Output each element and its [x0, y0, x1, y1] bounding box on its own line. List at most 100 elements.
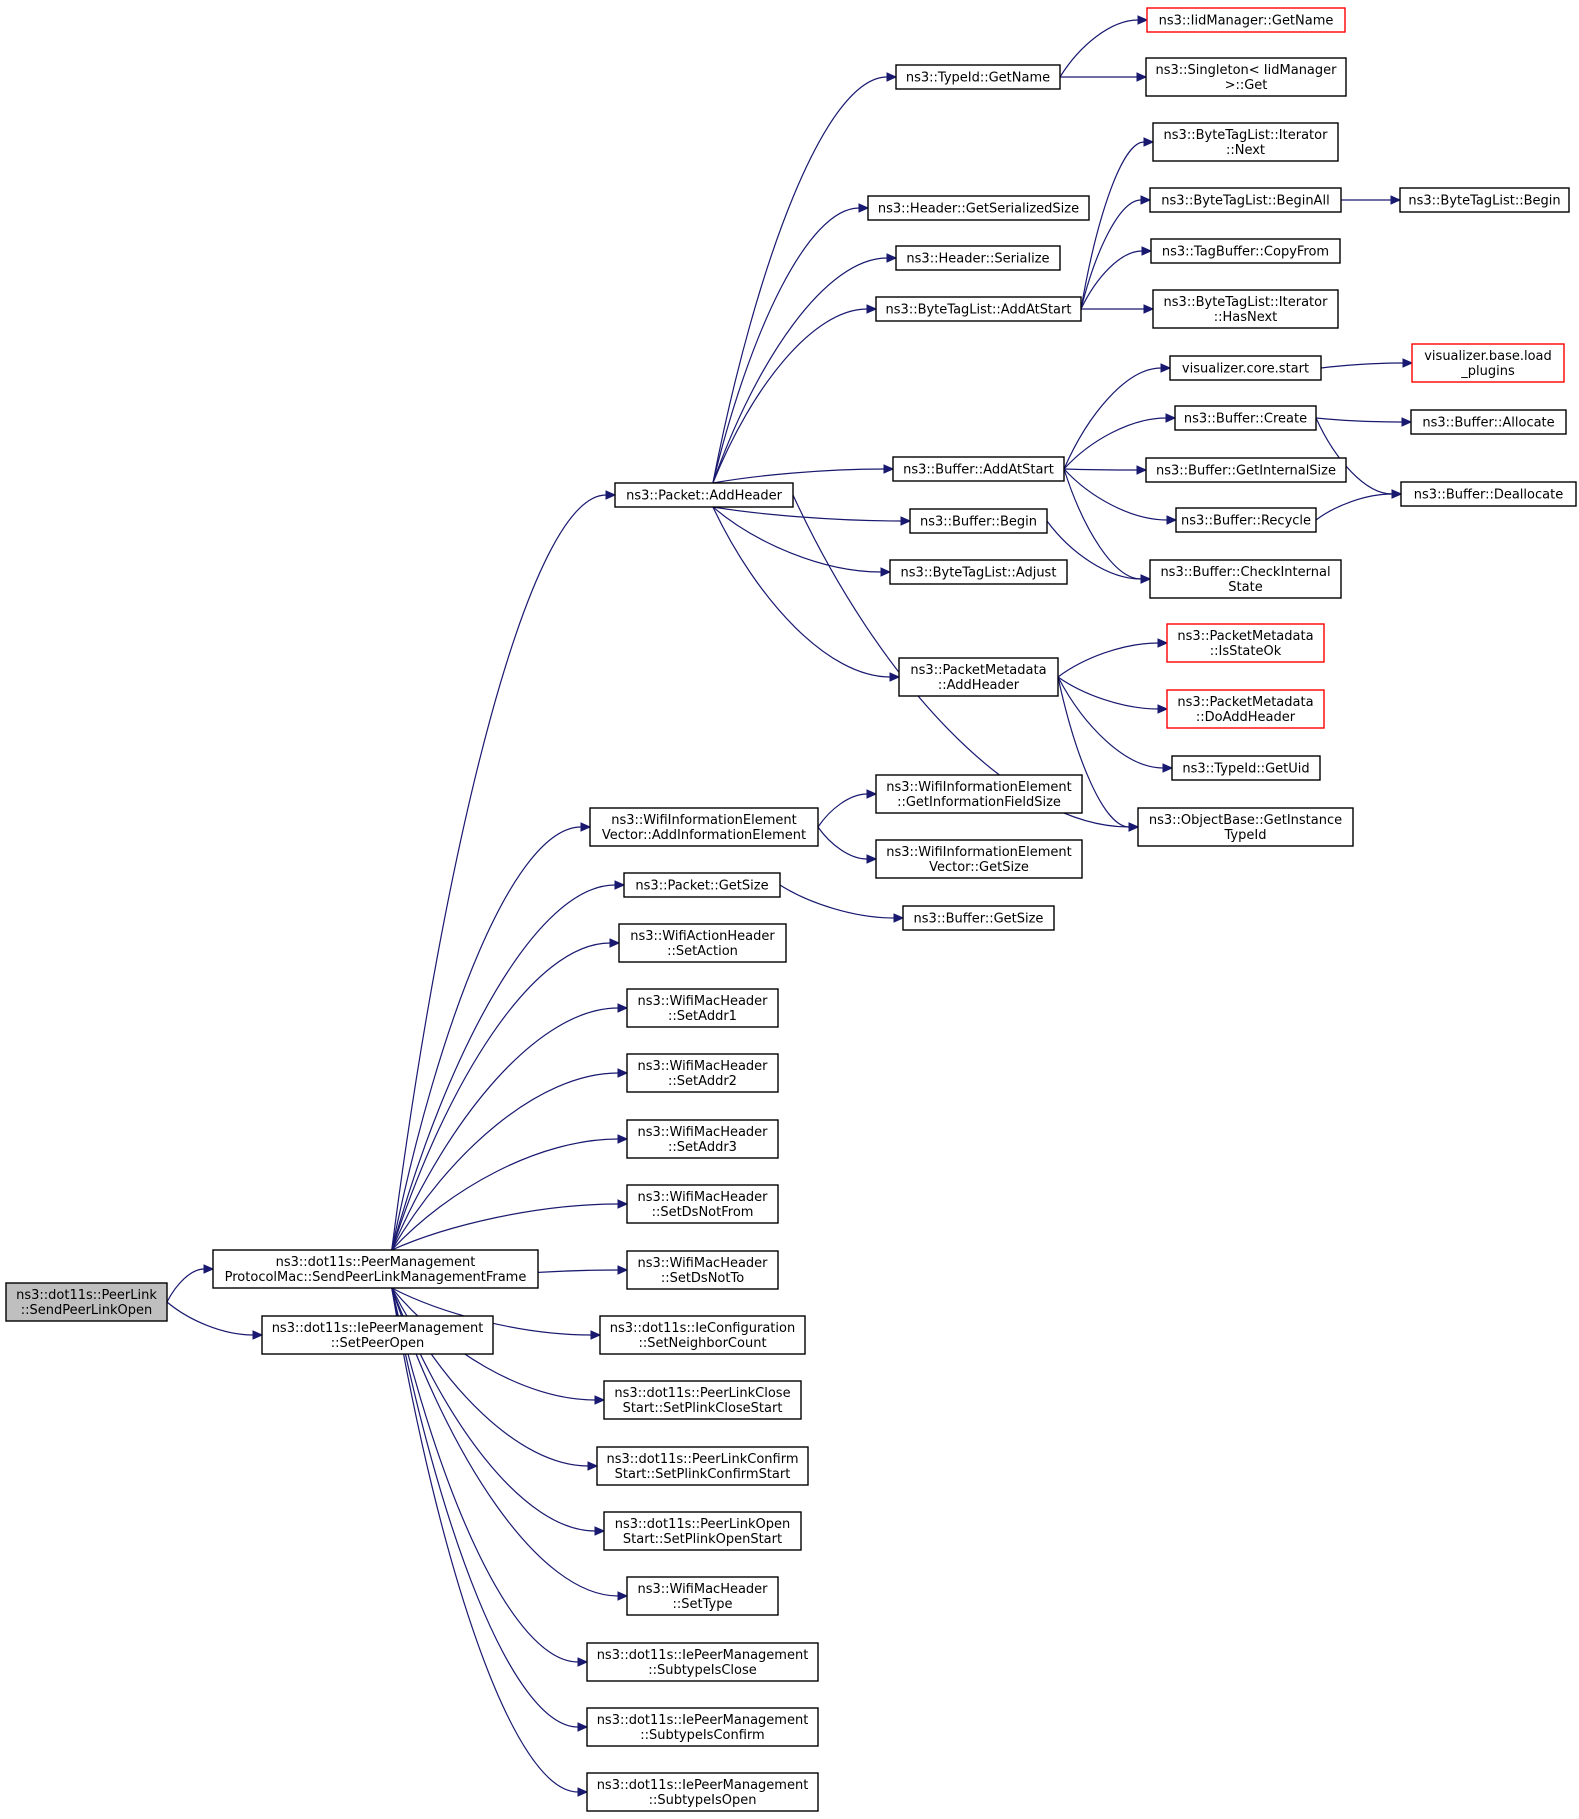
node-set-ds-not-to[interactable]: ns3::WifiMacHeader::SetDsNotTo	[626, 1250, 779, 1290]
node-header-get-ser-size[interactable]: ns3::Header::GetSerializedSize	[867, 195, 1090, 221]
node-label-line: ns3::Packet::GetSize	[635, 879, 768, 894]
node-iid-get-name[interactable]: ns3::IidManager::GetName	[1146, 7, 1346, 33]
edge-btl_add_at_start-to-btl_begin_all	[1080, 195, 1152, 310]
node-label-line: ns3::Buffer::Create	[1184, 412, 1307, 427]
node-label-line: ns3::WifiMacHeader	[637, 1582, 768, 1597]
node-set-action[interactable]: ns3::WifiActionHeader::SetAction	[618, 923, 787, 963]
node-buffer-begin[interactable]: ns3::Buffer::Begin	[909, 508, 1048, 534]
edge-send_mgmt_frame-to-packet_get_size	[391, 880, 626, 1251]
edge-packet_add_header-to-btl_adjust	[712, 506, 892, 577]
nodes-layer: ns3::dot11s::PeerLink::SendPeerLinkOpenn…	[5, 7, 1577, 1812]
node-label-line: ::SetType	[673, 1597, 733, 1612]
node-send-peer-link-open[interactable]: ns3::dot11s::PeerLink::SendPeerLinkOpen	[5, 1282, 168, 1322]
node-label-line: ns3::WifiActionHeader	[630, 929, 775, 944]
edge-wifi_ie_add-to-wifi_ie_get_info_size	[817, 789, 878, 828]
node-subtype-confirm[interactable]: ns3::dot11s::IePeerManagement::SubtypeIs…	[586, 1707, 819, 1747]
node-pm-is-state-ok[interactable]: ns3::PacketMetadata::IsStateOk	[1166, 623, 1325, 663]
node-btl-iter-next[interactable]: ns3::ByteTagList::Iterator::Next	[1152, 122, 1339, 162]
node-btl-iter-hasnext[interactable]: ns3::ByteTagList::Iterator::HasNext	[1152, 289, 1339, 329]
node-label-line: ns3::dot11s::PeerLinkOpen	[615, 1517, 790, 1532]
edges-layer	[166, 15, 1414, 1797]
node-label-line: ns3::dot11s::IePeerManagement	[597, 1713, 809, 1728]
node-label-line: TypeId	[1224, 828, 1267, 843]
node-send-mgmt-frame[interactable]: ns3::dot11s::PeerManagementProtocolMac::…	[212, 1249, 539, 1289]
node-btl-begin-all[interactable]: ns3::ByteTagList::BeginAll	[1149, 187, 1342, 213]
node-btl-adjust[interactable]: ns3::ByteTagList::Adjust	[889, 559, 1068, 585]
node-label-line: ns3::Buffer::AddAtStart	[903, 463, 1054, 478]
node-buffer-create[interactable]: ns3::Buffer::Create	[1174, 405, 1317, 431]
node-tagbuffer-copy[interactable]: ns3::TagBuffer::CopyFrom	[1150, 238, 1341, 264]
edge-packet_get_size-to-buffer_get_size	[779, 884, 905, 923]
node-label-line: ns3::dot11s::IePeerManagement	[597, 1778, 809, 1793]
node-set-plink-confirm[interactable]: ns3::dot11s::PeerLinkConfirmStart::SetPl…	[596, 1446, 809, 1486]
node-set-neighbor-count[interactable]: ns3::dot11s::IeConfiguration::SetNeighbo…	[599, 1315, 806, 1355]
node-label-line: ns3::ByteTagList::AddAtStart	[886, 303, 1072, 318]
node-wifi-ie-get-size[interactable]: ns3::WifiInformationElementVector::GetSi…	[875, 839, 1083, 879]
node-header-serialize[interactable]: ns3::Header::Serialize	[895, 245, 1061, 271]
node-label-line: ns3::dot11s::IeConfiguration	[610, 1321, 795, 1336]
node-label-line: _plugins	[1460, 364, 1515, 379]
node-pm-add-header[interactable]: ns3::PacketMetadata::AddHeader	[898, 657, 1059, 697]
node-label-line: ::AddHeader	[938, 678, 1020, 693]
node-viz-core-start[interactable]: visualizer.core.start	[1169, 355, 1322, 381]
node-packet-get-size[interactable]: ns3::Packet::GetSize	[623, 872, 781, 898]
node-set-addr1[interactable]: ns3::WifiMacHeader::SetAddr1	[626, 988, 779, 1028]
node-buffer-deallocate[interactable]: ns3::Buffer::Deallocate	[1400, 481, 1577, 507]
node-label-line: ::IsStateOk	[1210, 644, 1282, 659]
edge-pm_add_header-to-pm_is_state_ok	[1057, 638, 1169, 678]
edge-send_mgmt_frame-to-set_ds_not_from	[391, 1199, 629, 1251]
node-label-line: ns3::Buffer::CheckInternal	[1160, 565, 1330, 580]
node-btl-begin[interactable]: ns3::ByteTagList::Begin	[1399, 187, 1570, 213]
edge-btl_add_at_start-to-tagbuffer_copy	[1080, 246, 1153, 310]
node-packet-add-header[interactable]: ns3::Packet::AddHeader	[614, 482, 794, 508]
node-set-plink-close[interactable]: ns3::dot11s::PeerLinkCloseStart::SetPlin…	[603, 1380, 802, 1420]
node-set-addr3[interactable]: ns3::WifiMacHeader::SetAddr3	[626, 1119, 779, 1159]
node-label-line: ns3::PacketMetadata	[910, 663, 1046, 678]
node-label-line: >::Get	[1225, 78, 1268, 93]
node-label-line: ns3::WifiInformationElement	[611, 813, 797, 828]
node-subtype-close[interactable]: ns3::dot11s::IePeerManagement::SubtypeIs…	[586, 1642, 819, 1682]
edge-buffer_add_at_start-to-buffer_check_state	[1063, 468, 1152, 584]
edge-buffer_recycle-to-buffer_deallocate	[1315, 489, 1403, 521]
node-label-line: ::SetAddr1	[668, 1009, 737, 1024]
node-wifi-ie-get-info-size[interactable]: ns3::WifiInformationElement::GetInformat…	[875, 774, 1083, 814]
edge-packet_add_header-to-buffer_begin	[712, 506, 912, 526]
node-singleton-get[interactable]: ns3::Singleton< IidManager>::Get	[1145, 57, 1347, 97]
node-label-line: ns3::TagBuffer::CopyFrom	[1162, 245, 1329, 260]
node-label-line: Start::SetPlinkCloseStart	[623, 1401, 783, 1416]
node-label-line: ::HasNext	[1214, 310, 1278, 325]
node-label-line: ns3::dot11s::IePeerManagement	[272, 1321, 484, 1336]
node-set-peer-open[interactable]: ns3::dot11s::IePeerManagement::SetPeerOp…	[261, 1315, 494, 1355]
node-set-addr2[interactable]: ns3::WifiMacHeader::SetAddr2	[626, 1053, 779, 1093]
node-buffer-allocate[interactable]: ns3::Buffer::Allocate	[1410, 409, 1567, 435]
node-set-ds-not-from[interactable]: ns3::WifiMacHeader::SetDsNotFrom	[626, 1184, 779, 1224]
node-label-line: ns3::Header::GetSerializedSize	[878, 202, 1079, 217]
node-label-line: ns3::TypeId::GetName	[906, 71, 1050, 86]
node-label-line: ProtocolMac::SendPeerLinkManagementFrame	[225, 1270, 527, 1285]
node-pm-do-add-header[interactable]: ns3::PacketMetadata::DoAddHeader	[1166, 689, 1325, 729]
edge-send_mgmt_frame-to-set_action	[391, 938, 621, 1251]
node-label-line: ns3::WifiMacHeader	[637, 1059, 768, 1074]
node-wifi-ie-add[interactable]: ns3::WifiInformationElementVector::AddIn…	[589, 807, 819, 847]
edge-send_mgmt_frame-to-set_plink_close	[391, 1287, 606, 1405]
node-label-line: ns3::Header::Serialize	[906, 252, 1049, 267]
node-buffer-recycle[interactable]: ns3::Buffer::Recycle	[1175, 507, 1317, 533]
node-buffer-get-internal-size[interactable]: ns3::Buffer::GetInternalSize	[1145, 457, 1347, 483]
node-set-plink-open[interactable]: ns3::dot11s::PeerLinkOpenStart::SetPlink…	[603, 1511, 802, 1551]
node-set-type[interactable]: ns3::WifiMacHeader::SetType	[626, 1576, 779, 1616]
node-btl-add-at-start[interactable]: ns3::ByteTagList::AddAtStart	[875, 296, 1082, 322]
node-typeid-get-name[interactable]: ns3::TypeId::GetName	[895, 64, 1061, 90]
node-buffer-add-at-start[interactable]: ns3::Buffer::AddAtStart	[892, 456, 1065, 482]
edge-send_mgmt_frame-to-set_addr1	[391, 1003, 629, 1251]
node-viz-load-plugins[interactable]: visualizer.base.load_plugins	[1411, 343, 1565, 383]
node-label-line: Start::SetPlinkConfirmStart	[615, 1467, 791, 1482]
node-subtype-open[interactable]: ns3::dot11s::IePeerManagement::SubtypeIs…	[586, 1772, 819, 1812]
node-buffer-get-size[interactable]: ns3::Buffer::GetSize	[902, 905, 1055, 931]
node-typeid-get-uid[interactable]: ns3::TypeId::GetUid	[1171, 755, 1321, 781]
edge-buffer_add_at_start-to-buffer_create	[1063, 413, 1177, 470]
node-label-line: ::SetAddr2	[668, 1074, 737, 1089]
edge-packet_add_header-to-buffer_add_at_start	[712, 464, 895, 484]
node-label-line: ::DoAddHeader	[1196, 710, 1296, 725]
